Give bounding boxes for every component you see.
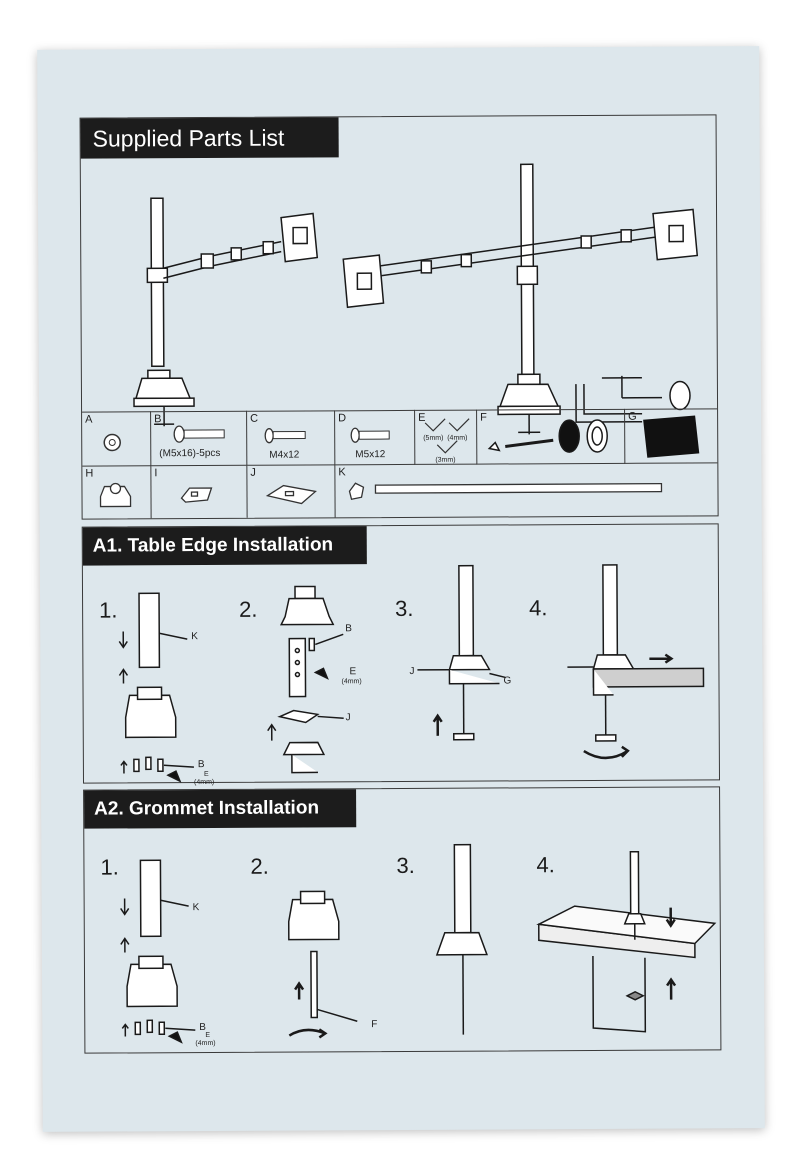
parts-list-section: Supplied Parts List: [79, 114, 719, 520]
allen-keys-icon: [424, 418, 470, 454]
a1-label-j: J: [345, 712, 351, 724]
a1-label-k: K: [191, 631, 198, 643]
a2-label-e: E: [205, 1032, 211, 1040]
a2-step-1-illustration: [120, 859, 196, 1044]
washer-icon: [103, 433, 121, 452]
part-cell-h: H: [82, 466, 152, 519]
a1-label-e: E: [203, 771, 209, 779]
a1-label-e-step2: E: [349, 666, 357, 678]
part-cell-f: F: [477, 408, 626, 465]
instruction-sheet: Supplied Parts List: [37, 46, 765, 1132]
part-cell-b: B (M5x16)-5pcs: [151, 410, 248, 467]
monitor-arms-illustration: [133, 163, 699, 435]
screw-m4x12-icon: [264, 428, 306, 444]
a1-label-e-size-step2: (4mm): [341, 678, 362, 686]
cover-strip-k-icon: [348, 482, 663, 501]
a1-label-g-step3: G: [503, 675, 512, 687]
a1-label-b-step2: B: [345, 623, 352, 635]
part-cell-k: K: [335, 463, 717, 517]
grommet-title: A2. Grommet Installation: [84, 789, 357, 829]
bracket-i-icon: [180, 487, 213, 503]
a1-step-4-illustration: [567, 564, 705, 760]
a1-label-b: B: [197, 759, 205, 771]
part-cell-g: G: [625, 408, 718, 464]
grommet-section: A2. Grommet Installation 1. 2. 3. 4. K B: [83, 786, 722, 1054]
table-edge-title: A1. Table Edge Installation: [82, 526, 367, 566]
a1-step-3-illustration: [417, 564, 506, 741]
a1-step-2-illustration: [267, 585, 344, 774]
a2-label-k: K: [192, 902, 200, 914]
a1-step-1-illustration: [118, 592, 194, 783]
a2-label-e-size: (4mm): [195, 1039, 216, 1048]
screw-m5x16-icon: [173, 425, 225, 443]
part-cell-j: J: [247, 465, 336, 518]
pad-icon: [643, 415, 700, 458]
a2-step-3-illustration: [435, 843, 488, 1035]
a1-label-e-size: (4mm): [193, 778, 215, 787]
grommet-kit-icon: [487, 419, 608, 453]
cable-clip-icon: [99, 482, 132, 508]
a2-step-4-illustration: [536, 851, 717, 1033]
table-edge-section: A1. Table Edge Installation 1. 2. 3. 4. …: [81, 523, 721, 787]
part-cell-i: I: [151, 465, 248, 519]
part-cell-c: C M4x12: [247, 410, 336, 466]
plate-j-icon: [265, 484, 317, 505]
screw-m5x12-icon: [350, 427, 390, 443]
a1-label-j-step3: J: [409, 665, 415, 677]
part-cell-e: E (5mm) (4mm) (3mm): [415, 409, 478, 465]
a2-step-2-illustration: [287, 890, 358, 1039]
part-cell-a: A: [82, 411, 152, 467]
a2-label-f: F: [371, 1019, 378, 1031]
part-cell-d: D M5x12: [335, 409, 416, 466]
